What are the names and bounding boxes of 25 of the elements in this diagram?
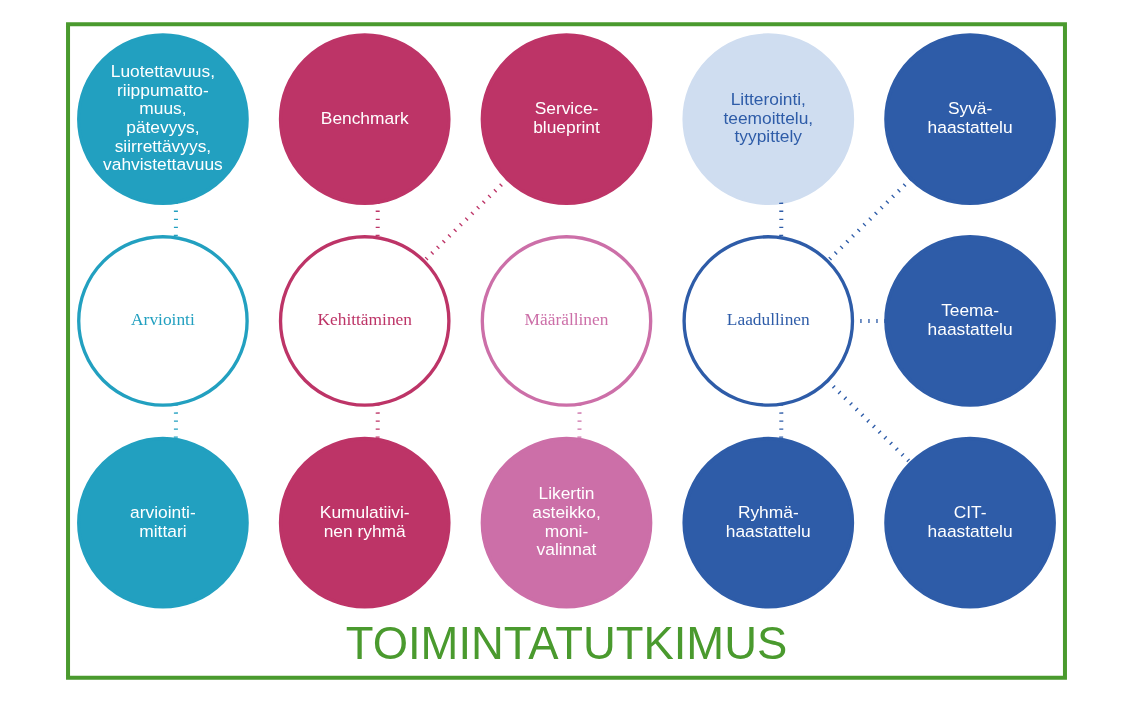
node-circle: Arviointi: [77, 235, 249, 407]
node-circle: Määrällinen: [480, 235, 653, 407]
connector: [779, 202, 784, 238]
node-circle: Luotettavuus, riippumatto- muus, pätevyys, siirrettävyys, vahvistettavuus: [77, 33, 249, 205]
connector: [577, 404, 582, 440]
connector: [375, 404, 380, 440]
node-circle: Likertin asteikko, moni- valinnat: [480, 436, 653, 609]
connector: [779, 404, 784, 440]
connector: [173, 202, 178, 238]
node-circle: Benchmark: [278, 33, 451, 205]
node-circle: Kumulatiivi- nen ryhmä: [278, 436, 451, 609]
node-circle: Teema- haastattelu: [884, 235, 1056, 407]
node-circle: arviointi- mittari: [77, 436, 249, 609]
connector: [375, 202, 380, 238]
node-circle: Syvä- haastattelu: [884, 33, 1056, 205]
connector: [173, 404, 178, 440]
node-circle: Litterointi, teemoittelu, tyypittely: [682, 33, 855, 205]
node-circle: CIT- haastattelu: [884, 436, 1056, 609]
connector: [422, 177, 509, 263]
node-circle: Laadullinen: [682, 235, 855, 407]
node-circle: Service- blueprint: [480, 33, 653, 205]
connector: [826, 177, 913, 263]
node-circle: Kehittäminen: [278, 235, 451, 407]
connector: [826, 379, 913, 465]
node-circle: Ryhmä- haastattelu: [682, 436, 855, 609]
